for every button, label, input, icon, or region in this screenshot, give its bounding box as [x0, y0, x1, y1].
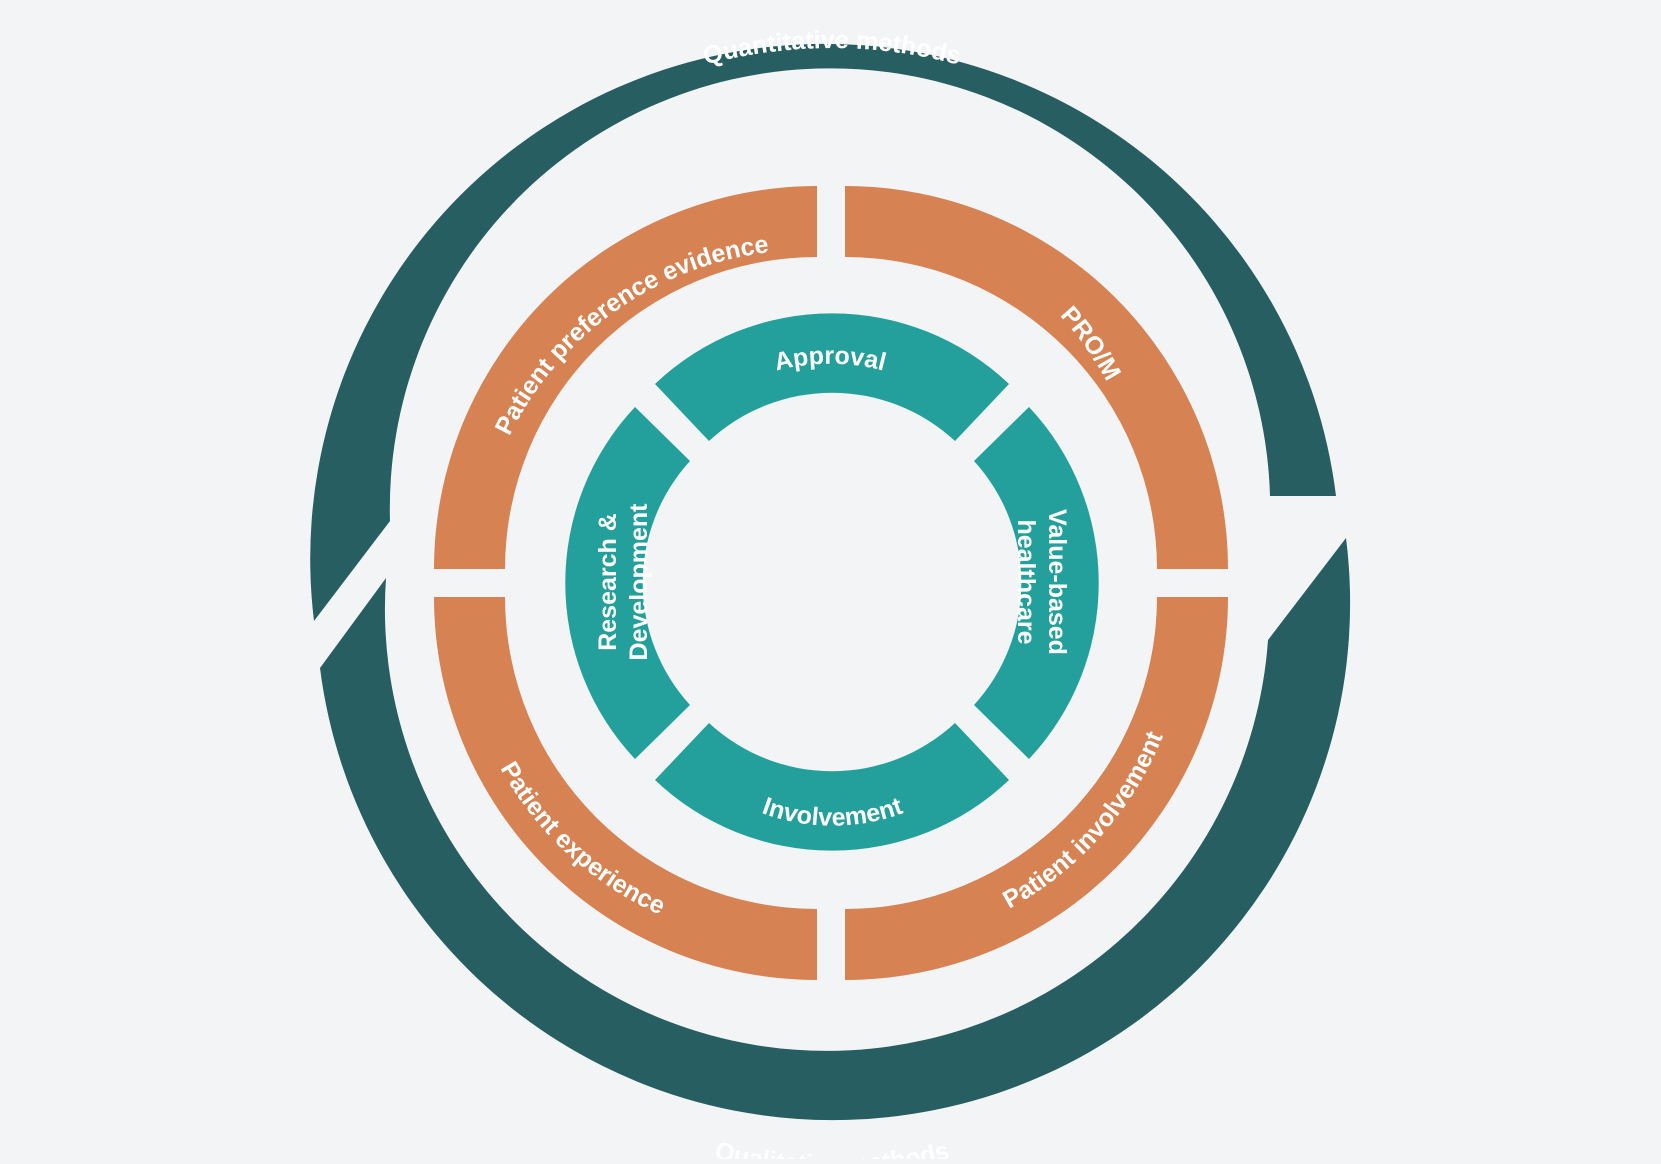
inner-ring-top: [655, 313, 1009, 441]
middle-ring-bottom-left: [434, 597, 817, 980]
inner-right-label-line1: Value-based: [1043, 509, 1071, 655]
middle-ring-top-right: [845, 186, 1228, 569]
inner-ring-bottom: [655, 723, 1009, 851]
inner-right-label: Value-based healthcare: [1012, 509, 1071, 655]
inner-ring-left: [565, 407, 690, 759]
middle-ring-top-left: [434, 186, 817, 569]
outer-bottom-label: Qualitative methods: [712, 1137, 951, 1159]
inner-left-label-line1: Research &: [594, 513, 622, 651]
middle-ring-bottom-right: [845, 597, 1228, 980]
inner-right-label-line2: healthcare: [1012, 519, 1040, 644]
inner-left-label: Research & Development: [594, 503, 653, 661]
inner-ring-right: [974, 407, 1099, 759]
outer-ring-bottom: [320, 538, 1351, 1121]
inner-left-label-line2: Development: [625, 503, 653, 661]
